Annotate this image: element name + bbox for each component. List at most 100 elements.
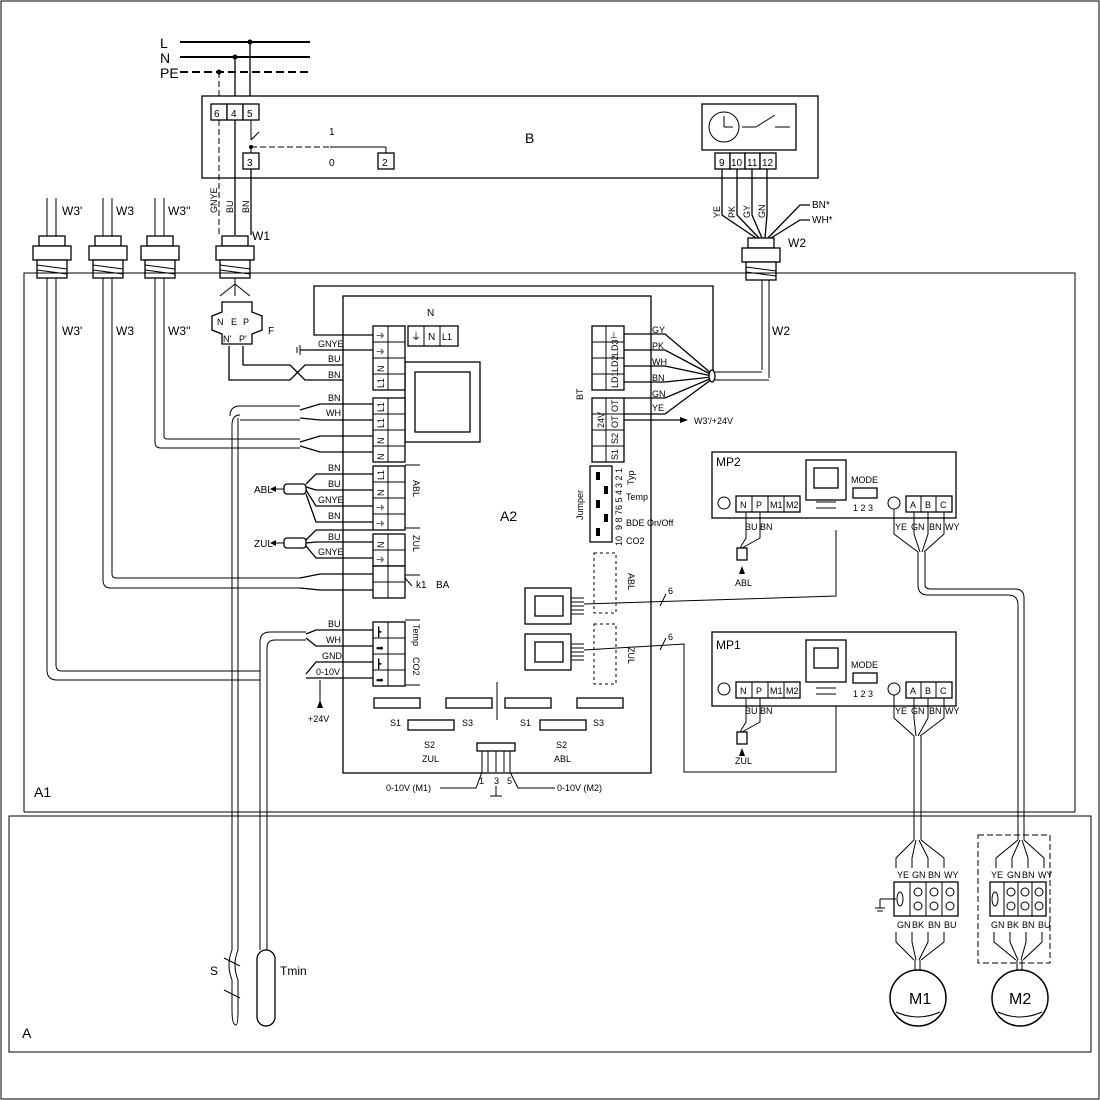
svg-text:1 2 3: 1 2 3 [853, 503, 873, 513]
svg-text:M1: M1 [770, 686, 783, 696]
svg-text:WY: WY [944, 870, 959, 880]
svg-text:⏚: ⏚ [411, 331, 421, 343]
svg-text:ZUL: ZUL [422, 754, 439, 764]
svg-text:N': N' [223, 334, 231, 344]
zul-terminals: N ⏚ ZUL BU GNYE ZUL [254, 529, 421, 567]
svg-text:PK: PK [652, 341, 664, 351]
jumper-block: Jumper 3 2 1 Typ 6 5 4 Temp 9 8 7 BDE On… [575, 465, 674, 546]
w3pp-label-bottom: W3'' [168, 324, 191, 338]
svg-text:GY: GY [742, 205, 752, 218]
w1-label: W1 [252, 229, 270, 243]
sensors: S Tmin [210, 915, 307, 1027]
svg-text:P: P [756, 500, 762, 510]
bottom-pins: 1 3 5 0-10V (M1) 0-10V (M2) [386, 742, 602, 797]
svg-text:LD1: LD1 [610, 371, 620, 388]
svg-text:1: 1 [479, 776, 484, 786]
svg-text:2: 2 [382, 158, 388, 169]
sensor-s-label: S [210, 964, 218, 978]
svg-text:YE: YE [895, 706, 907, 716]
svg-text:1 2 3: 1 2 3 [853, 689, 873, 699]
svg-text:┣: ┣ [376, 658, 382, 670]
w2-label: W2 [788, 236, 806, 250]
svg-text:B: B [925, 500, 931, 510]
svg-text:N: N [428, 332, 435, 343]
svg-text:YE: YE [895, 522, 907, 532]
svg-text:WH: WH [326, 635, 341, 645]
svg-text:A: A [910, 500, 916, 510]
svg-text:L1: L1 [376, 378, 386, 388]
svg-text:3: 3 [494, 776, 499, 786]
mp2-module: MP2 N P M1 M2 MODE 1 2 3 A B C BU BN ABL… [711, 451, 1025, 840]
abl-terminals: L1 N ⏚ ⏚ ABL BN BU GNYE BN ABL [254, 463, 421, 531]
svg-text:4: 4 [231, 109, 237, 120]
svg-text:⏚: ⏚ [376, 503, 386, 512]
w2-label-inside: W2 [772, 324, 790, 338]
motor-m1-label: M1 [909, 991, 931, 1008]
svg-text:5: 5 [247, 109, 253, 120]
svg-text:BN: BN [241, 200, 251, 213]
svg-text:M2: M2 [786, 500, 799, 510]
svg-text:9: 9 [719, 158, 725, 169]
svg-text:12: 12 [762, 158, 774, 169]
svg-text:BU: BU [225, 200, 235, 213]
svg-text:BN: BN [929, 706, 942, 716]
svg-text:BN: BN [760, 522, 773, 532]
svg-text:MODE: MODE [851, 660, 878, 670]
svg-text:S1: S1 [610, 449, 620, 460]
svg-text:BU: BU [328, 619, 341, 629]
frame-a1-label: A1 [34, 784, 51, 800]
svg-text:BU: BU [328, 532, 341, 542]
svg-text:L1: L1 [376, 418, 386, 428]
svg-text:E: E [231, 317, 237, 327]
svg-text:0-10V: 0-10V [316, 667, 340, 677]
w3-cables: W3' W3 W3'' W2 [46, 278, 790, 681]
svg-text:GN: GN [912, 870, 926, 880]
svg-text:GN: GN [1007, 870, 1021, 880]
svg-text:LD2: LD2 [610, 355, 620, 372]
mp2-title: MP2 [716, 455, 741, 469]
w3p-label-top: W3' [62, 204, 82, 218]
svg-text:BU: BU [328, 479, 341, 489]
svg-text:C: C [940, 686, 947, 696]
svg-text:ABL: ABL [411, 480, 421, 497]
w2-wires: YE PK GY GN BN* WH* W2 [712, 169, 833, 250]
svg-text:GN: GN [911, 522, 925, 532]
svg-text:⏚: ⏚ [376, 331, 386, 340]
svg-text:WY: WY [945, 706, 960, 716]
svg-text:WH*: WH* [812, 215, 833, 226]
w1-wires: GNYE BU BN W1 [209, 120, 270, 243]
svg-text:ZUL: ZUL [626, 647, 636, 664]
svg-text:GN: GN [991, 920, 1005, 930]
svg-text:➡: ➡ [376, 675, 384, 685]
motor-m2: YE GN BN WY GN BK BN BU M2 [977, 834, 1053, 1027]
svg-text:ZUL: ZUL [411, 535, 421, 552]
svg-text:P: P [756, 686, 762, 696]
svg-text:GN: GN [897, 920, 911, 930]
svg-text:BN: BN [1022, 920, 1035, 930]
svg-text:6: 6 [668, 632, 673, 642]
svg-text:Jumper: Jumper [575, 490, 585, 520]
svg-text:S2: S2 [556, 740, 567, 750]
supply-n-label: N [160, 50, 170, 66]
svg-text:GY: GY [652, 325, 665, 335]
svg-text:YE: YE [652, 403, 664, 413]
svg-text:LD3: LD3 [610, 339, 620, 356]
svg-text:0-10V (M2): 0-10V (M2) [557, 783, 602, 793]
svg-text:W3'/+24V: W3'/+24V [694, 416, 733, 426]
svg-text:WH: WH [326, 408, 341, 418]
svg-text:k1: k1 [416, 580, 427, 591]
svg-text:⏚: ⏚ [376, 347, 386, 356]
svg-text:M2: M2 [786, 686, 799, 696]
svg-text:L1: L1 [442, 332, 452, 342]
svg-text:Temp: Temp [411, 624, 421, 646]
svg-text:BK: BK [912, 920, 924, 930]
svg-text:⏚: ⏚ [376, 519, 386, 528]
svg-text:9 8 7: 9 8 7 [614, 510, 624, 530]
svg-text:N: N [427, 308, 434, 319]
svg-text:BN: BN [1022, 870, 1035, 880]
rj-connectors: ABL 6 ZUL 6 [524, 530, 837, 773]
motor-m2-label: M2 [1009, 991, 1031, 1008]
svg-text:P': P' [239, 334, 247, 344]
svg-text:BN: BN [929, 522, 942, 532]
